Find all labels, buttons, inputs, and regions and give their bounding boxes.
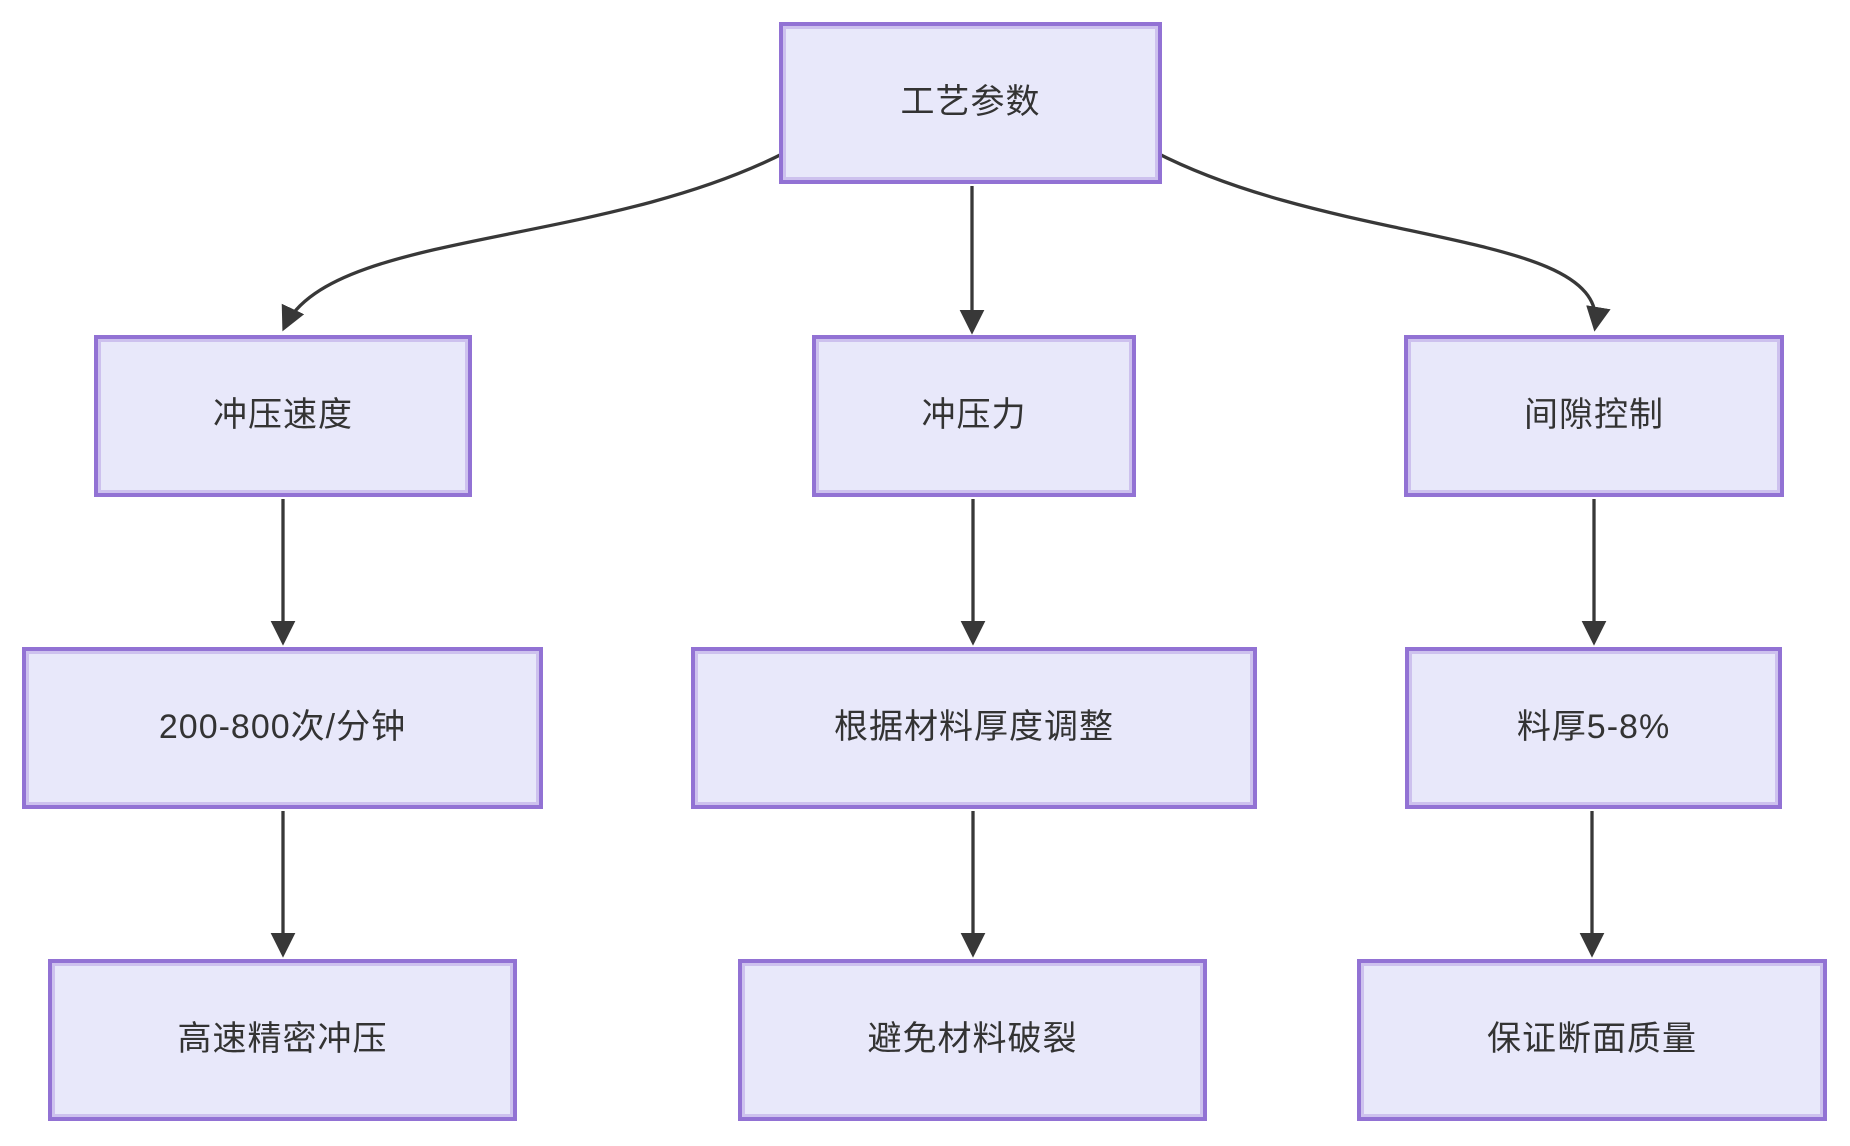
edge-root-to-clearance — [1154, 150, 1611, 332]
node-label: 200-800次/分钟 — [158, 708, 407, 747]
node-label: 避免材料破裂 — [867, 1020, 1078, 1059]
node-force-spec: 根据材料厚度调整 — [691, 647, 1257, 809]
node-speed-outcome: 高速精密冲压 — [48, 959, 517, 1121]
node-label: 冲压力 — [921, 396, 1027, 435]
node-label: 保证断面质量 — [1487, 1020, 1697, 1059]
node-label: 冲压速度 — [213, 396, 353, 435]
node-clearance-spec: 料厚5-8% — [1405, 647, 1782, 809]
node-stamping-force: 冲压力 — [812, 335, 1136, 497]
node-clearance-outcome: 保证断面质量 — [1357, 959, 1827, 1121]
node-stamping-speed: 冲压速度 — [94, 335, 472, 497]
node-label: 根据材料厚度调整 — [834, 708, 1114, 747]
node-label: 高速精密冲压 — [177, 1020, 388, 1059]
node-clearance-control: 间隙控制 — [1404, 335, 1784, 497]
node-force-outcome: 避免材料破裂 — [738, 959, 1207, 1121]
node-speed-spec: 200-800次/分钟 — [22, 647, 543, 809]
node-label: 间隙控制 — [1524, 396, 1664, 435]
node-process-parameters: 工艺参数 — [779, 22, 1162, 184]
node-label: 料厚5-8% — [1516, 708, 1671, 747]
edge-root-to-speed — [281, 150, 787, 332]
node-label: 工艺参数 — [900, 83, 1041, 122]
